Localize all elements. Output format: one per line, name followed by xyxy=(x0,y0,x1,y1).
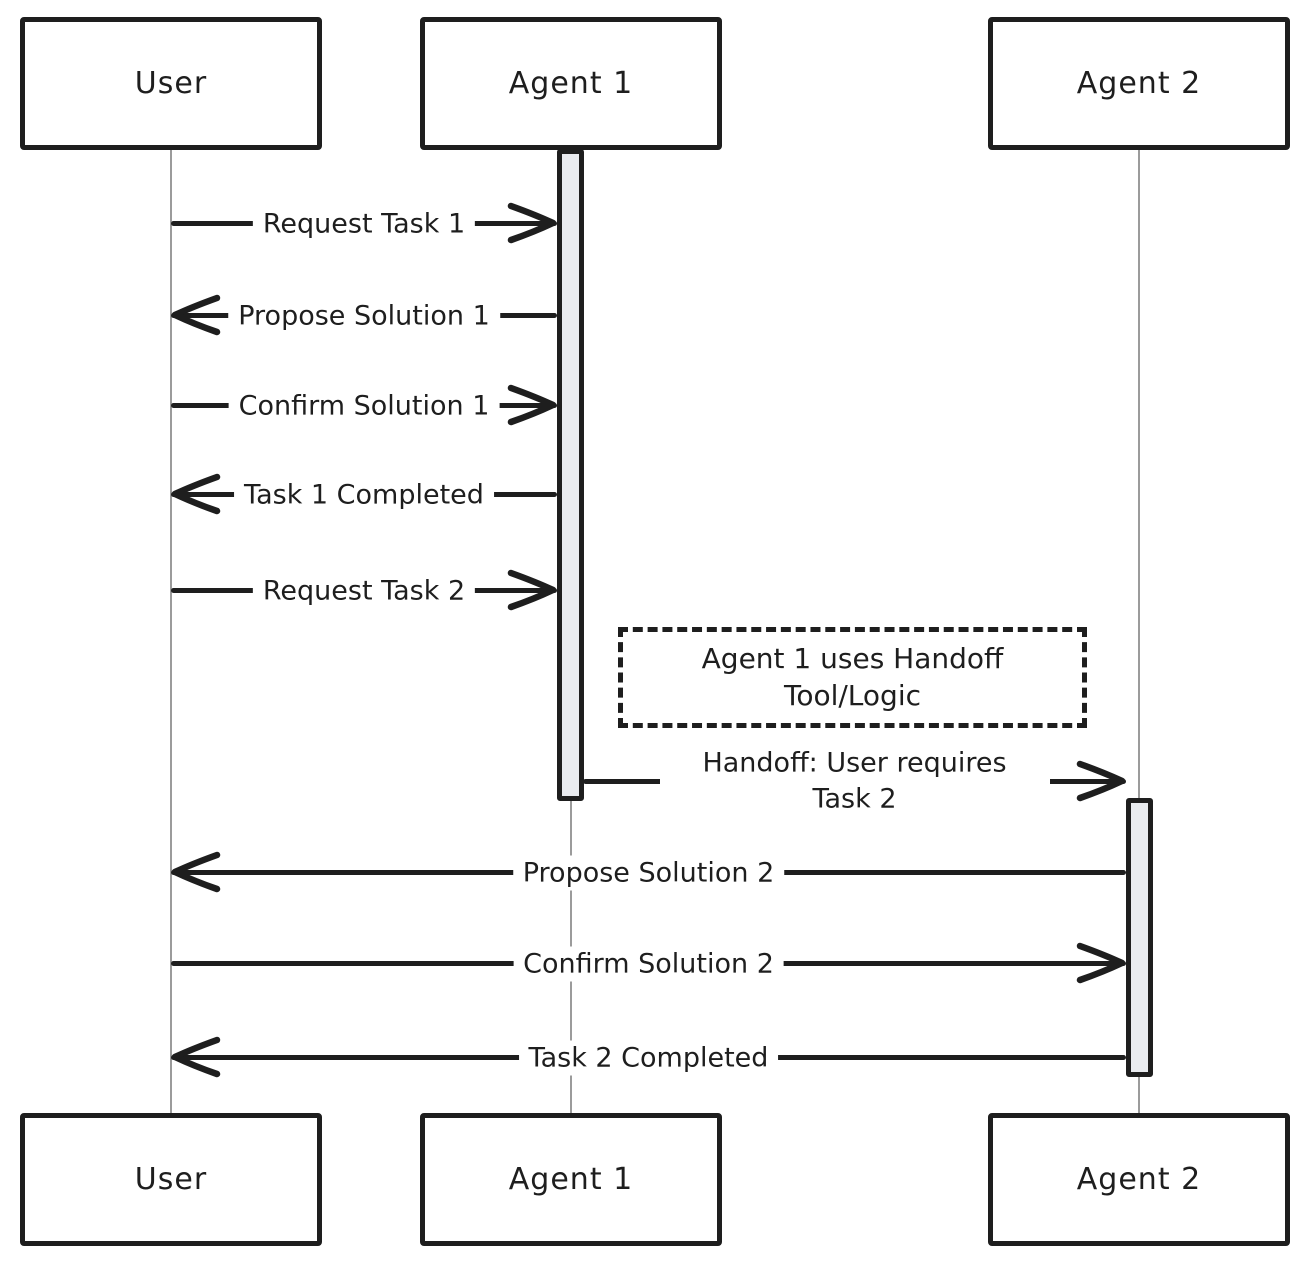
arrowhead-left-icon xyxy=(171,1036,221,1078)
message-label: Confirm Solution 2 xyxy=(513,946,784,982)
actor-label: Agent 2 xyxy=(1076,66,1202,101)
message-label: Propose Solution 1 xyxy=(228,298,500,334)
arrowhead-right-icon xyxy=(507,384,557,426)
actor-label: User xyxy=(134,66,208,101)
actor-box-user-bottom: User xyxy=(20,1113,322,1246)
activation-bar-agent2 xyxy=(1126,798,1153,1077)
arrowhead-right-icon xyxy=(1076,760,1126,802)
arrowhead-right-icon xyxy=(507,202,557,244)
message-label: Request Task 2 xyxy=(252,573,476,609)
message-label: Handoff: User requires Task 2 xyxy=(659,743,1050,821)
arrowhead-right-icon xyxy=(507,569,557,611)
arrowhead-left-icon xyxy=(171,851,221,893)
actor-box-user-top: User xyxy=(20,17,322,150)
actor-label: Agent 1 xyxy=(508,66,634,101)
arrowhead-left-icon xyxy=(171,473,221,515)
note-label: Agent 1 uses Handoff Tool/Logic xyxy=(701,642,1004,712)
actor-box-agent1-bottom: Agent 1 xyxy=(420,1113,722,1246)
actor-box-agent2-top: Agent 2 xyxy=(988,17,1290,150)
actor-label: User xyxy=(134,1162,208,1197)
actor-label: Agent 1 xyxy=(508,1162,634,1197)
message-label: Request Task 1 xyxy=(252,206,476,242)
actor-box-agent2-bottom: Agent 2 xyxy=(988,1113,1290,1246)
actor-label: Agent 2 xyxy=(1076,1162,1202,1197)
arrowhead-right-icon xyxy=(1076,942,1126,984)
message-label: Propose Solution 2 xyxy=(512,855,785,891)
message-label: Confirm Solution 1 xyxy=(228,388,500,424)
lifeline-user xyxy=(170,150,172,1113)
activation-bar-agent1 xyxy=(557,149,584,801)
arrowhead-left-icon xyxy=(171,294,221,336)
message-label: Task 2 Completed xyxy=(518,1040,779,1076)
message-label: Task 1 Completed xyxy=(234,477,494,513)
note-box: Agent 1 uses Handoff Tool/Logic xyxy=(618,627,1087,728)
actor-box-agent1-top: Agent 1 xyxy=(420,17,722,150)
lifeline-agent2 xyxy=(1138,150,1140,1113)
